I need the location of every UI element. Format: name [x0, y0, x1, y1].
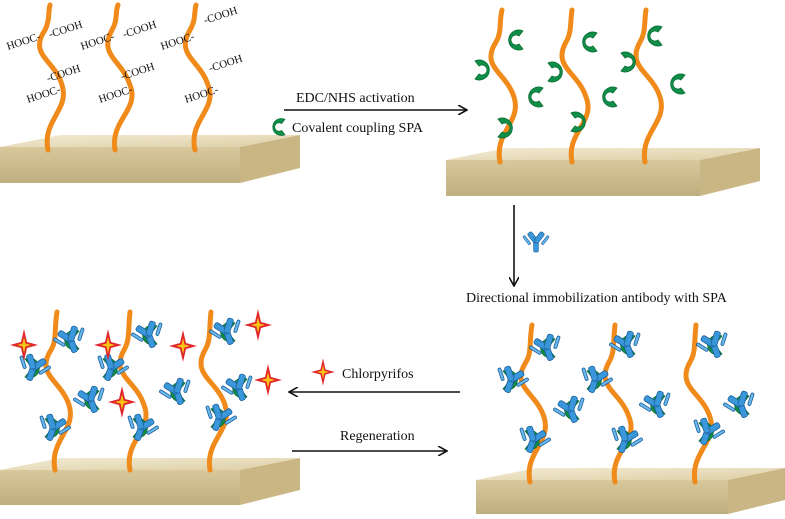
label-chlorpyrifos: Chlorpyrifos [342, 367, 414, 382]
chem-hooc-1: HOOC- [5, 31, 42, 53]
gold-substrate [476, 468, 785, 514]
step-analyte-binding: Chlorpyrifos [290, 358, 460, 392]
panel-chlorpyrifos-bound-surface [0, 309, 300, 505]
chlorpyrifos-star-icon [311, 358, 335, 386]
chlorpyrifos-molecules [10, 309, 282, 418]
chem-cooh-3: -COOH [121, 19, 158, 41]
chem-hooc-6: HOOC- [183, 84, 220, 106]
label-coupling: Covalent coupling SPA [292, 121, 424, 136]
chem-cooh-4: -COOH [119, 61, 156, 83]
chem-cooh-6: -COOH [207, 53, 244, 75]
step-regeneration: Regeneration [292, 429, 446, 451]
panel-spa-surface [446, 7, 760, 196]
step-activation-coupling: EDC/NHS activation Covalent coupling SPA [272, 91, 466, 136]
step-immobilization: Directional immobilization antibody with… [466, 205, 728, 306]
chem-cooh-1: -COOH [47, 19, 84, 41]
spa-protein-icon [272, 118, 286, 136]
antibody-icon [522, 230, 550, 253]
chem-cooh-5: -COOH [202, 5, 239, 27]
polymer-chains [37, 2, 213, 153]
chem-hooc-5: HOOC- [159, 31, 196, 53]
gold-substrate [446, 148, 760, 196]
spa-antibody-complexes [491, 327, 761, 458]
panel-antibody-surface [476, 322, 785, 514]
chem-hooc-2: HOOC- [25, 84, 62, 106]
label-activation: EDC/NHS activation [296, 91, 415, 106]
label-regeneration: Regeneration [340, 429, 415, 444]
label-immobilization: Directional immobilization antibody with… [466, 291, 728, 306]
gold-substrate [0, 135, 300, 183]
gold-substrate [0, 458, 300, 505]
panel-carboxyl-surface: HOOC- -COOH -COOH HOOC- HOOC- -COOH -COO… [0, 2, 300, 183]
